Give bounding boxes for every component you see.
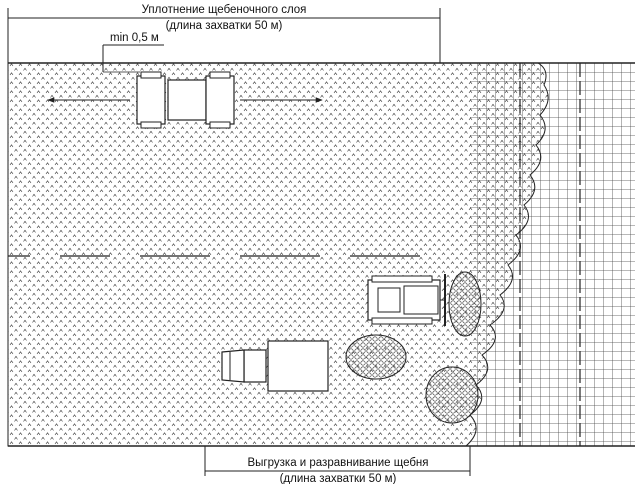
bottom-dimension: Выгрузка и разравнивание щебня (длина за…	[204, 446, 471, 484]
min-gap-label: min 0,5 м	[110, 32, 159, 44]
top-dimension: Уплотнение щебеночного слоя (длина захва…	[7, 4, 441, 63]
gravel-pile-near-dozer	[448, 271, 482, 337]
roller	[47, 71, 323, 129]
dump-truck	[221, 340, 329, 392]
gravel-pile-near-truck	[345, 334, 407, 380]
top-dimension-line2: (длина захватки 50 м)	[166, 20, 283, 32]
bottom-dimension-line2: (длина захватки 50 м)	[280, 473, 397, 484]
min-gap-callout: min 0,5 м	[102, 32, 164, 73]
gravel-pile-bottom	[425, 366, 479, 424]
top-dimension-line1: Уплотнение щебеночного слоя	[142, 4, 307, 16]
bulldozer	[367, 274, 446, 326]
bottom-dimension-line1: Выгрузка и разравнивание щебня	[247, 457, 428, 469]
